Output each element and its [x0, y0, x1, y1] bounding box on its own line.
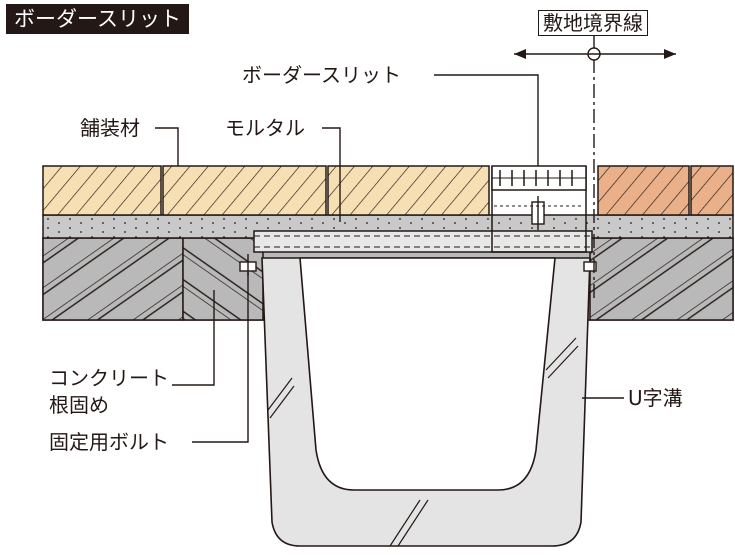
leader-lines	[155, 74, 624, 443]
paving-block	[327, 165, 490, 216]
slit-frame	[253, 165, 593, 253]
concrete-label-line2: 根固め	[49, 393, 109, 417]
bolt-label: 固定用ボルト	[49, 430, 169, 454]
paving-blocks	[42, 165, 734, 216]
u-ditch-label: U字溝	[628, 386, 683, 410]
u-ditch	[261, 257, 591, 547]
paving-block	[162, 165, 327, 216]
boundary-label: 敷地境界線	[538, 10, 648, 36]
paving-block	[42, 165, 162, 216]
mortar-label: モルタル	[225, 116, 305, 140]
paving-block	[690, 165, 734, 216]
diagram-title: ボーダースリット	[6, 4, 189, 34]
border-slit-label: ボーダースリット	[242, 63, 401, 87]
paving-block	[597, 165, 690, 216]
paving-label: 舗装材	[80, 116, 140, 140]
boundary-line	[514, 34, 676, 300]
concrete-label-line1: コンクリート	[49, 366, 169, 390]
